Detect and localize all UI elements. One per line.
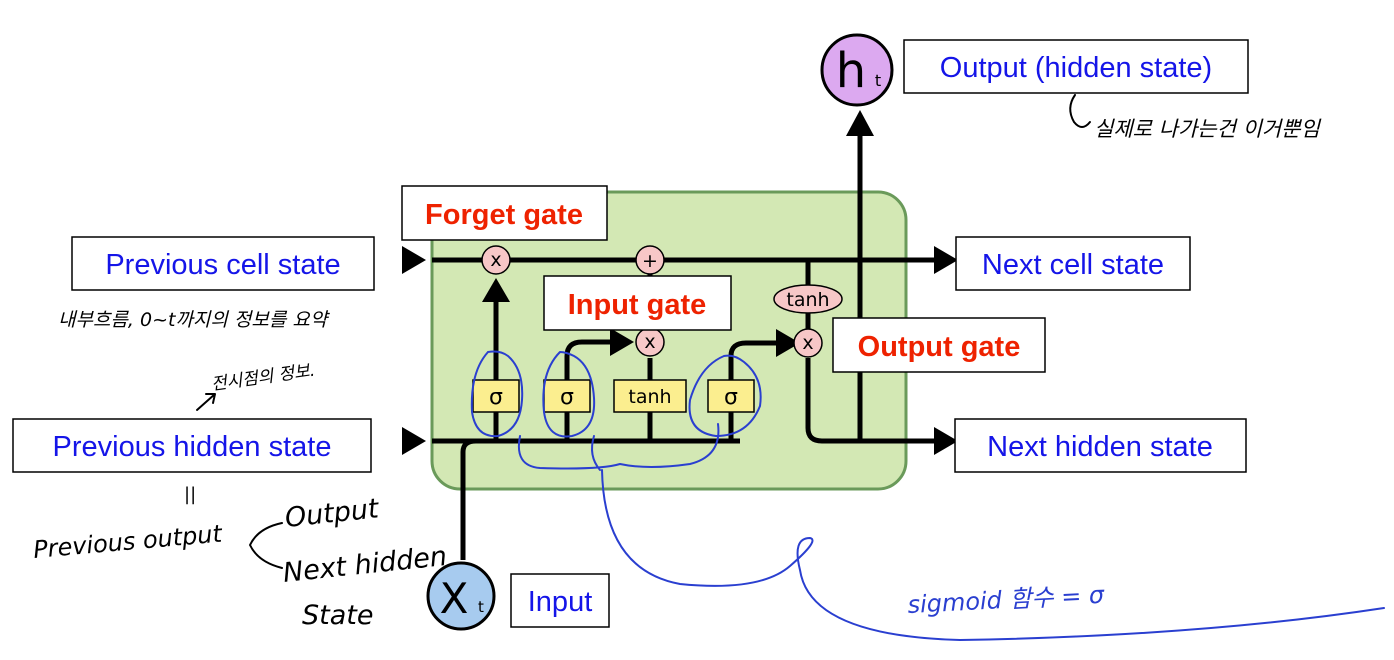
svg-text:Forget gate: Forget gate [425,199,583,231]
hidden-output-node: h t [820,33,894,107]
cell-tanh-op: tanh [773,284,843,314]
input-gate-label: Input gate [543,275,732,331]
branch-output-note: Output [283,493,381,534]
branch-state-note: State [302,600,373,631]
hidden-note-arrow [196,393,216,411]
branch-next-hidden-note: Next hidden [281,541,448,589]
branch-bracket [249,522,283,569]
cell-state-out-arrow [934,246,958,274]
svg-text:x: x [644,331,655,353]
next-hidden-arrow [934,427,958,455]
input-node: X t [426,561,496,631]
output-note-pointer [1069,94,1091,128]
svg-text:Next hidden state: Next hidden state [987,431,1213,463]
svg-text:Previous hidden state: Previous hidden state [53,431,332,463]
svg-text:Input gate: Input gate [568,289,707,321]
svg-text:σ: σ [489,385,503,410]
svg-text:X: X [440,574,469,623]
svg-text:t: t [478,598,484,616]
svg-text:Input: Input [528,586,593,618]
output-note: 실제로 나가는건 이거뿐임 [1094,117,1322,141]
svg-text:tanh: tanh [628,386,671,408]
hidden-state-in-arrow [402,427,426,455]
previous-hidden-state-label: Previous hidden state [12,418,372,473]
candidate-tanh-layer: tanh [613,379,687,413]
sigmoid-connector-line [601,469,1385,641]
svg-text:tanh: tanh [786,289,829,311]
forget-gate-label: Forget gate [401,185,608,241]
svg-text:x: x [802,332,813,354]
input-sigma-arrow [610,328,634,356]
output-sigma-arrow [776,329,800,357]
cell-add-op: + [635,245,665,275]
svg-text:+: + [642,250,658,272]
hidden-state-note: 전시점의 정보. [210,361,316,395]
input-label: Input [510,573,610,628]
input-sigma-layer: σ [543,379,591,413]
cell-state-note: 내부흐름, 0~t까지의 정보를 요약 [58,309,331,331]
svg-text:t: t [875,71,881,90]
svg-text:σ: σ [560,385,574,410]
input-feed-line [460,438,477,560]
forget-gate-arrow [482,278,510,302]
output-sigma-layer: σ [707,379,755,413]
output-multiply-op: x [793,328,823,358]
output-label: Output (hidden state) [903,39,1249,94]
svg-text:Previous cell state: Previous cell state [105,249,340,281]
previous-cell-state-label: Previous cell state [71,236,375,291]
sigmoid-highlight-loops [470,350,762,471]
svg-text:h: h [836,43,866,99]
output-gate-label: Output gate [832,317,1046,373]
svg-text:Next cell state: Next cell state [982,249,1164,281]
cell-state-in-arrow [402,246,426,274]
equals-mark: || [184,484,196,505]
forget-sigma-layer: σ [472,379,520,413]
previous-output-note: Previous output [32,519,224,564]
forget-multiply-op: x [481,245,511,275]
output-to-next-hidden [805,358,936,444]
next-hidden-state-label: Next hidden state [954,418,1247,473]
svg-text:x: x [490,249,501,271]
output-up-arrow [846,110,874,136]
sigmoid-note: sigmoid 함수 = σ [907,581,1106,619]
next-cell-state-label: Next cell state [955,236,1191,291]
svg-text:Output (hidden state): Output (hidden state) [940,52,1212,84]
input-multiply-op: x [635,327,665,357]
svg-text:σ: σ [724,385,738,410]
svg-text:Output gate: Output gate [858,331,1021,363]
input-sigma-route [564,339,612,380]
